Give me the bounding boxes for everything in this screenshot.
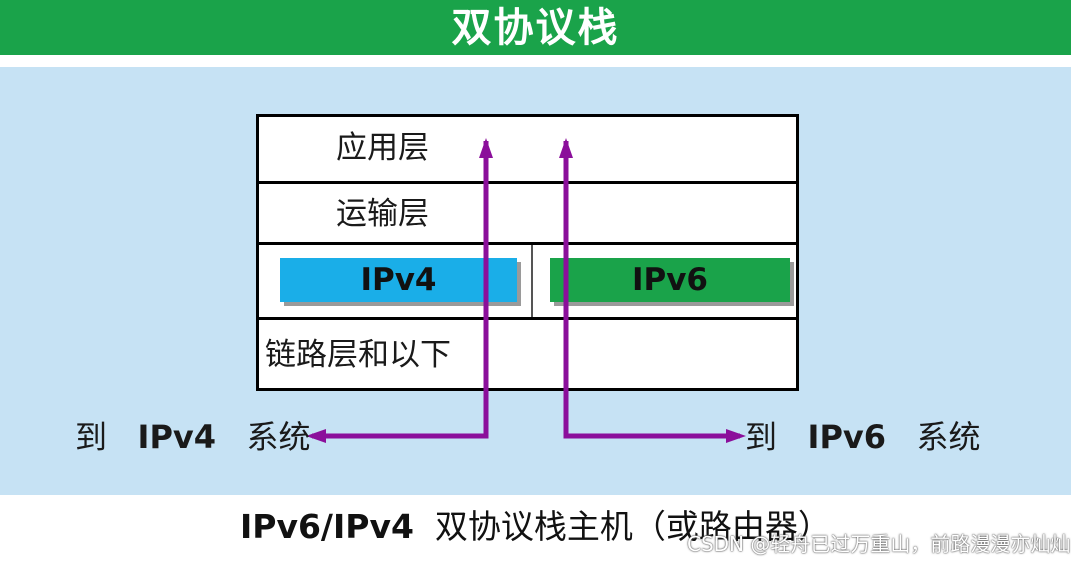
to-ipv6-protocol: IPv6 [807, 418, 887, 456]
to-ipv6-prefix: 到 [745, 418, 778, 456]
network-layer-row: IPv4 IPv6 [259, 242, 796, 317]
to-ipv4-system-label: 到 IPv4 系统 [75, 421, 311, 453]
diagram-caption: IPv6/IPv4 双协议栈主机（或路由器） [240, 510, 831, 543]
caption-protocols: IPv6/IPv4 [240, 507, 414, 546]
csdn-watermark: CSDN @轻舟已过万重山，前路漫漫亦灿灿 [687, 532, 1071, 556]
ipv6-box: IPv6 [550, 258, 790, 302]
transport-layer-label: 运输层 [336, 196, 429, 232]
caption-text: 双协议栈主机（或路由器） [434, 507, 831, 546]
network-layer-divider [531, 245, 533, 317]
to-ipv6-system-label: 到 IPv6 系统 [745, 421, 981, 453]
to-ipv4-prefix: 到 [75, 418, 108, 456]
transport-layer-row: 运输层 [259, 181, 796, 242]
link-layer-label: 链路层和以下 [265, 337, 451, 373]
to-ipv4-suffix: 系统 [246, 418, 311, 456]
diagram-title: 双协议栈 [451, 4, 620, 51]
to-ipv6-suffix: 系统 [916, 418, 981, 456]
link-layer-row: 链路层和以下 [259, 317, 796, 388]
ipv4-box: IPv4 [280, 258, 517, 302]
to-ipv4-protocol: IPv4 [137, 418, 217, 456]
application-layer-label: 应用层 [336, 130, 429, 166]
title-banner: 双协议栈 [0, 0, 1071, 55]
protocol-stack: 应用层 运输层 IPv4 IPv6 链路层和以下 [256, 114, 799, 391]
application-layer-row: 应用层 [259, 117, 796, 181]
